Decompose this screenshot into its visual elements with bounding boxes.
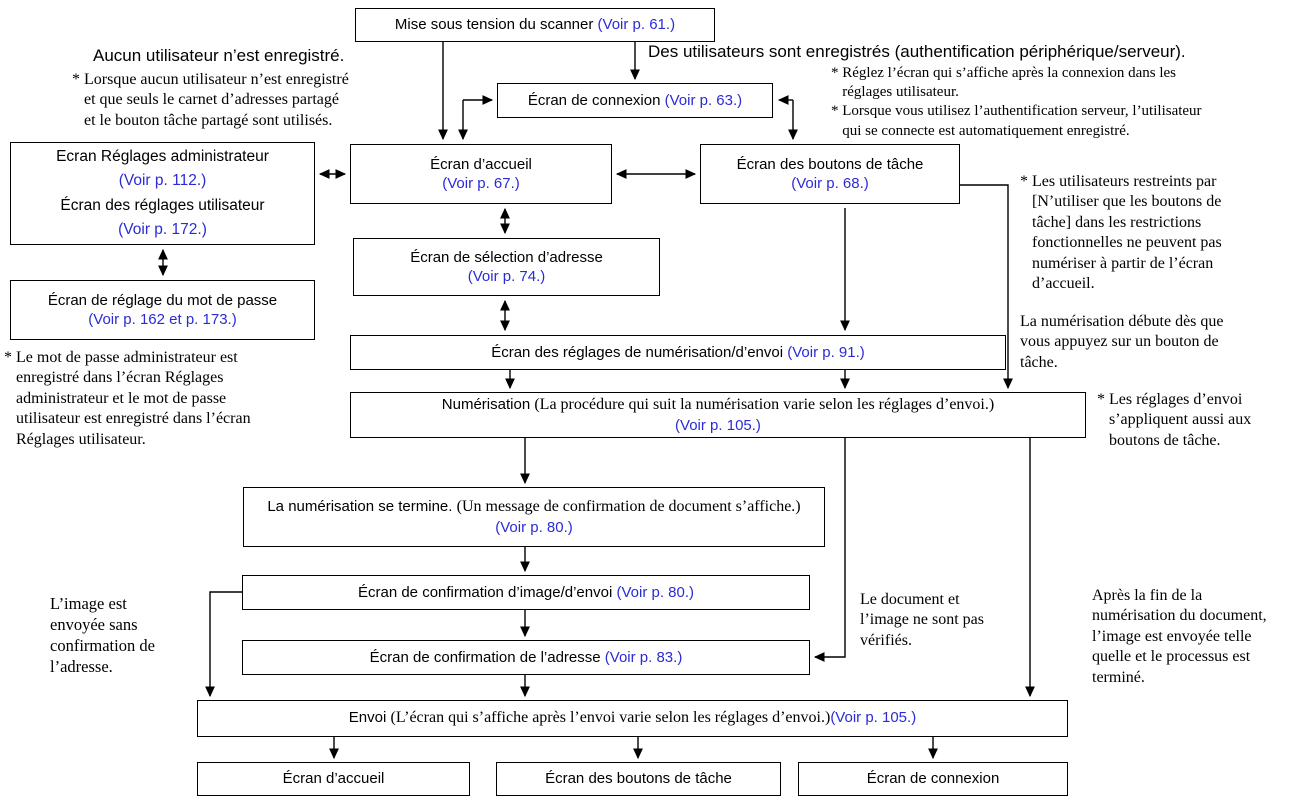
note-password: * Le mot de passe administrateur est enr… xyxy=(4,349,251,448)
page-ref-80[interactable]: (Voir p. 80.) xyxy=(616,583,695,601)
page-ref-67[interactable]: (Voir p. 67.) xyxy=(442,175,520,192)
label-no-user: Aucun utilisateur n’est enregistré. xyxy=(93,46,345,65)
node-image-confirm-title: Écran de confirmation d’image/d’envoi xyxy=(357,583,617,601)
node-home-screen: Écran d’accueil (Voir p. 67.) xyxy=(350,144,612,204)
page-ref-91[interactable]: (Voir p. 91.) xyxy=(787,343,865,361)
note-users-registered: * Réglez l’écran qui s’affiche après la … xyxy=(831,65,1202,139)
node-send-title: Envoi xyxy=(348,709,391,727)
node-end-login-title: Écran de connexion xyxy=(866,770,1000,788)
page-ref-80-message[interactable]: (Voir p. 80.) xyxy=(495,518,573,536)
node-password-screen: Écran de réglage du mot de passe (Voir p… xyxy=(10,280,315,340)
label-users-registered: Des utilisateurs sont enregistrés (authe… xyxy=(648,42,1186,61)
node-image-confirm-text: Écran de confirmation d’image/d’envoi (V… xyxy=(243,583,809,603)
node-scan-ends-title: La numérisation se termine. xyxy=(267,497,457,515)
node-end-home-title: Écran d’accueil xyxy=(282,770,385,788)
node-scan-ends-detail: (Un message de confirmation de document … xyxy=(456,497,801,515)
note-not-checked: Le document et l’image ne sont pas vérif… xyxy=(860,591,984,649)
node-password-title: Écran de réglage du mot de passe xyxy=(47,291,278,309)
node-scanning-text: Numérisation (La procédure qui suit la n… xyxy=(351,395,1085,416)
node-scan-ends-text: La numérisation se termine. (Un message … xyxy=(264,497,804,537)
page-ref-162-173[interactable]: (Voir p. 162 et p. 173.) xyxy=(88,311,237,328)
note-no-user: * Lorsque aucun utilisateur n’est enregi… xyxy=(72,71,349,129)
node-address-confirm-text: Écran de confirmation de l’adresse (Voir… xyxy=(243,648,809,668)
page-ref-112[interactable]: (Voir p. 112.) xyxy=(118,172,207,190)
note-scan-starts: La numérisation débute dès que vous appu… xyxy=(1020,313,1224,371)
node-send-text: Envoi (L’écran qui s’affiche après l’env… xyxy=(198,708,1067,729)
note-after-scan: Après la fin de la numérisation du docum… xyxy=(1092,587,1267,686)
node-end-home-screen: Écran d’accueil xyxy=(197,762,470,796)
node-job-buttons-screen: Écran des boutons de tâche (Voir p. 68.) xyxy=(700,144,960,204)
arrow-imageconfirm-to-send-bypass xyxy=(205,591,242,698)
node-scanning-title: Numérisation xyxy=(441,395,535,413)
note-image-sent: L’image est envoyée sans confirmation de… xyxy=(50,594,155,677)
node-address-confirm-screen: Écran de confirmation de l’adresse (Voir… xyxy=(242,640,810,675)
node-end-login-screen: Écran de connexion xyxy=(798,762,1068,796)
arrow-jobbuttons-to-scanning-direct xyxy=(960,184,1013,390)
node-power-on-title: Mise sous tension du scanner xyxy=(394,16,598,34)
page-ref-61[interactable]: (Voir p. 61.) xyxy=(597,16,676,34)
node-scan-ends: La numérisation se termine. (Un message … xyxy=(243,487,825,547)
node-login-screen: Écran de connexion (Voir p. 63.) xyxy=(497,83,773,118)
node-send: Envoi (L’écran qui s’affiche après l’env… xyxy=(197,700,1068,737)
node-address-select-title: Écran de sélection d’adresse xyxy=(410,248,603,266)
node-address-confirm-title: Écran de confirmation de l’adresse xyxy=(369,648,605,666)
page-ref-74[interactable]: (Voir p. 74.) xyxy=(467,268,546,285)
node-scan-settings-text: Écran des réglages de numérisation/d’env… xyxy=(351,343,1005,363)
node-admin-user-settings: Ecran Réglages administrateur (Voir p. 1… xyxy=(10,142,315,245)
node-scanning: Numérisation (La procédure qui suit la n… xyxy=(350,392,1086,438)
node-job-buttons-title: Écran des boutons de tâche xyxy=(736,155,924,173)
node-power-on: Mise sous tension du scanner (Voir p. 61… xyxy=(355,8,715,42)
node-power-on-text: Mise sous tension du scanner (Voir p. 61… xyxy=(356,15,714,35)
arrow-scanning-to-addressconfirm xyxy=(813,438,846,662)
page-ref-105-scan[interactable]: (Voir p. 105.) xyxy=(675,416,761,434)
node-scanning-detail: (La procédure qui suit la numérisation v… xyxy=(534,395,995,413)
page-ref-172[interactable]: (Voir p. 172.) xyxy=(118,220,207,238)
page-ref-68[interactable]: (Voir p. 68.) xyxy=(791,175,869,192)
node-home-title: Écran d’accueil xyxy=(430,155,532,173)
node-user-settings-title: Écran des réglages utilisateur xyxy=(60,196,265,214)
node-scan-settings-screen: Écran des réglages de numérisation/d’env… xyxy=(350,335,1006,370)
page-ref-63[interactable]: (Voir p. 63.) xyxy=(664,91,743,109)
node-login-title: Écran de connexion xyxy=(527,91,665,109)
node-address-select-screen: Écran de sélection d’adresse (Voir p. 74… xyxy=(353,238,660,296)
node-image-confirm-screen: Écran de confirmation d’image/d’envoi (V… xyxy=(242,575,810,610)
note-send-settings: * Les réglages d’envoi s’appliquent auss… xyxy=(1097,391,1252,449)
node-send-detail: (L’écran qui s’affiche après l’envoi var… xyxy=(390,709,831,727)
page-ref-105-send[interactable]: (Voir p. 105.) xyxy=(830,709,917,727)
node-scan-settings-title: Écran des réglages de numérisation/d’env… xyxy=(491,343,788,361)
node-end-job-buttons-title: Écran des boutons de tâche xyxy=(545,770,732,788)
node-admin-settings-title: Ecran Réglages administrateur xyxy=(56,148,269,166)
note-restricted-users: * Les utilisateurs restreints par [N’uti… xyxy=(1020,173,1222,293)
node-end-job-buttons-screen: Écran des boutons de tâche xyxy=(496,762,781,796)
node-login-text: Écran de connexion (Voir p. 63.) xyxy=(498,91,772,111)
page-ref-83[interactable]: (Voir p. 83.) xyxy=(604,648,683,666)
